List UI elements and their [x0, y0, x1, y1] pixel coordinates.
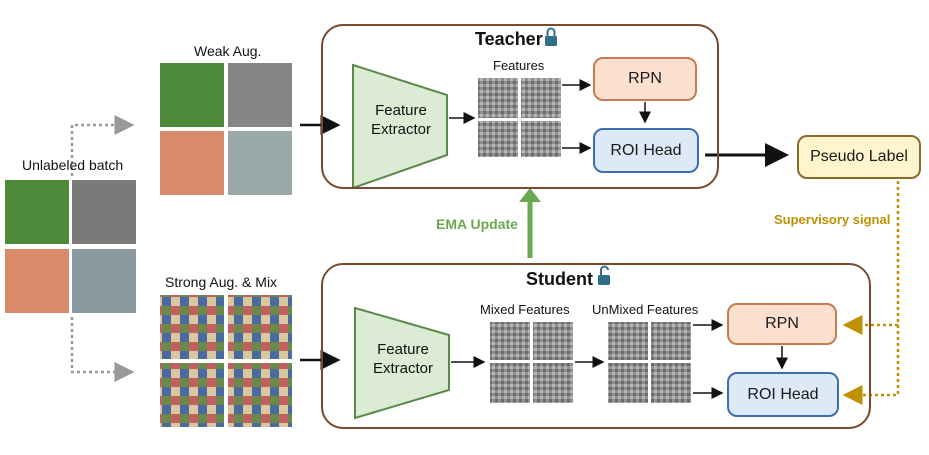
weak-cow-image — [228, 63, 292, 127]
teacher-features-label: Features — [493, 58, 545, 73]
student-mixed-feature-maps — [490, 322, 573, 403]
strong-aug-label: Strong Aug. & Mix — [165, 274, 278, 290]
mixed-features-label: Mixed Features — [480, 302, 570, 317]
teacher-rpn-box: RPN — [593, 57, 697, 101]
truck-image — [72, 249, 136, 313]
teacher-extractor-shape — [352, 63, 448, 190]
unlabeled-batch-images — [5, 180, 136, 313]
cow-image — [72, 180, 136, 244]
ema-update-label: EMA Update — [436, 216, 518, 232]
weak-tennis-image — [160, 63, 224, 127]
teacher-roi-head-box: ROI Head — [593, 128, 699, 173]
toothbrush-image — [5, 249, 69, 313]
lock-open-icon — [598, 265, 610, 285]
student-rpn-box: RPN — [727, 303, 837, 345]
teacher-panel — [321, 24, 719, 189]
strong-mix-image-1 — [160, 295, 224, 359]
strong-branch-arrow — [70, 317, 135, 382]
teacher-title: Teacher — [475, 29, 543, 49]
student-extractor-shape — [354, 306, 450, 420]
unlabeled-batch-label: Unlabeled batch — [22, 157, 124, 173]
tennis-image — [5, 180, 69, 244]
teacher-feature-maps — [478, 78, 561, 157]
unmixed-features-label: UnMixed Features — [592, 302, 699, 317]
strong-mix-image-2 — [228, 295, 292, 359]
student-title: Student — [526, 269, 593, 289]
student-unmixed-feature-maps — [608, 322, 691, 403]
pseudo-label-box: Pseudo Label — [797, 135, 921, 179]
strong-aug-images — [160, 295, 292, 427]
strong-mix-image-3 — [160, 363, 224, 427]
lock-closed-icon — [545, 27, 557, 46]
ema-update-arrow-head — [519, 188, 541, 202]
teacher-extractor-label: Feature Extractor — [370, 102, 431, 138]
weak-aug-label: Weak Aug. — [194, 43, 262, 59]
student-panel — [321, 263, 871, 429]
weak-toothbrush-image — [160, 131, 224, 195]
weak-branch-arrow — [70, 115, 135, 176]
weak-truck-image — [228, 131, 292, 195]
weak-aug-images — [160, 63, 292, 195]
supervisory-signal-label: Supervisory signal — [774, 212, 891, 227]
student-extractor-label: Feature Extractor — [372, 341, 433, 377]
strong-mix-image-4 — [228, 363, 292, 427]
student-roi-head-box: ROI Head — [727, 372, 839, 417]
